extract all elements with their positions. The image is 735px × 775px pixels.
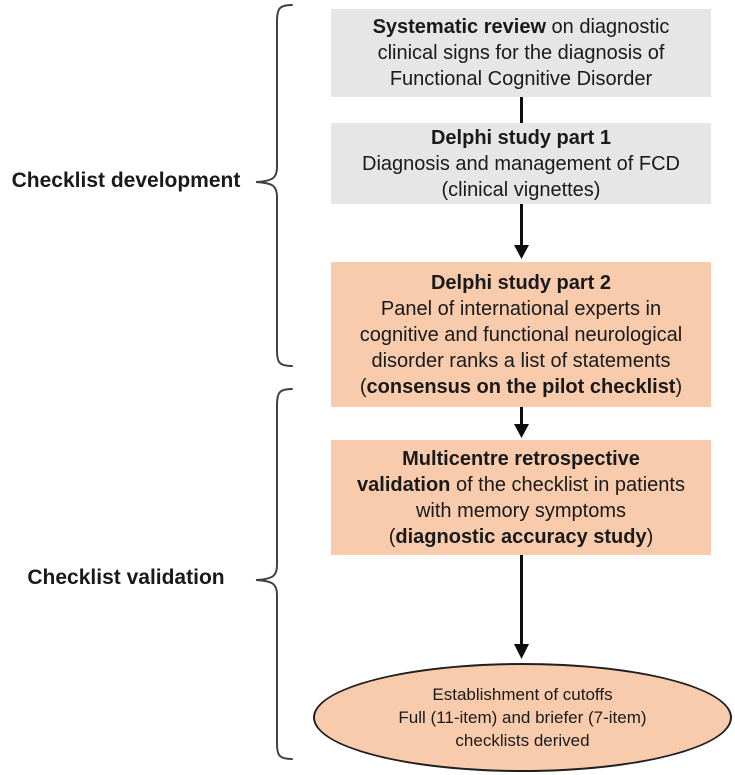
multicentre-validation-box: Multicentre retrospective validation of t… bbox=[331, 440, 711, 555]
box-text-line: (consensus on the pilot checklist) bbox=[359, 375, 683, 398]
box-text-line: Delphi study part 2 bbox=[430, 271, 612, 294]
label-checklist-validation: Checklist validation bbox=[27, 566, 225, 589]
ellipse-line-3: checklists derived bbox=[455, 731, 590, 750]
arrow-2-head bbox=[514, 424, 529, 438]
cutoffs-ellipse: Establishment of cutoffs Full (11-item) … bbox=[313, 663, 732, 772]
box-text-line: Diagnosis and management of FCD bbox=[362, 152, 680, 175]
arrow-3-head bbox=[514, 644, 529, 659]
box-text-line: Functional Cognitive Disorder bbox=[389, 68, 653, 90]
box-text-line: clinical signs for the diagnosis of bbox=[377, 42, 665, 64]
box-text-line: Multicentre retrospective bbox=[402, 447, 640, 470]
box-text-line: (clinical vignettes) bbox=[441, 178, 601, 201]
box-text-line: Panel of international experts in bbox=[380, 297, 662, 320]
box-text-line: (diagnostic accuracy study) bbox=[388, 525, 654, 548]
development-brace bbox=[255, 4, 293, 367]
box-text-line: Systematic review on diagnostic bbox=[372, 16, 670, 38]
validation-brace bbox=[255, 388, 293, 760]
ellipse-line-1: Establishment of cutoffs bbox=[432, 685, 613, 704]
delphi-study-part-1-box: Delphi study part 1 Diagnosis and managem… bbox=[331, 123, 711, 204]
box-text-line: cognitive and functional neurological bbox=[359, 323, 683, 346]
systematic-review-box: Systematic review on diagnostic clinical … bbox=[331, 9, 711, 97]
box-text-line: with memory symptoms bbox=[415, 499, 627, 522]
box-text-line: disorder ranks a list of statements bbox=[371, 349, 671, 372]
delphi-study-part-2-box: Delphi study part 2 Panel of internationa… bbox=[331, 262, 711, 407]
ellipse-line-2: Full (11-item) and briefer (7-item) bbox=[398, 708, 647, 727]
box-text-line: validation of the checklist in patients bbox=[357, 473, 685, 496]
arrow-1-head bbox=[514, 245, 529, 259]
label-checklist-development: Checklist development bbox=[11, 169, 241, 192]
box-text-line: Delphi study part 1 bbox=[430, 126, 612, 149]
